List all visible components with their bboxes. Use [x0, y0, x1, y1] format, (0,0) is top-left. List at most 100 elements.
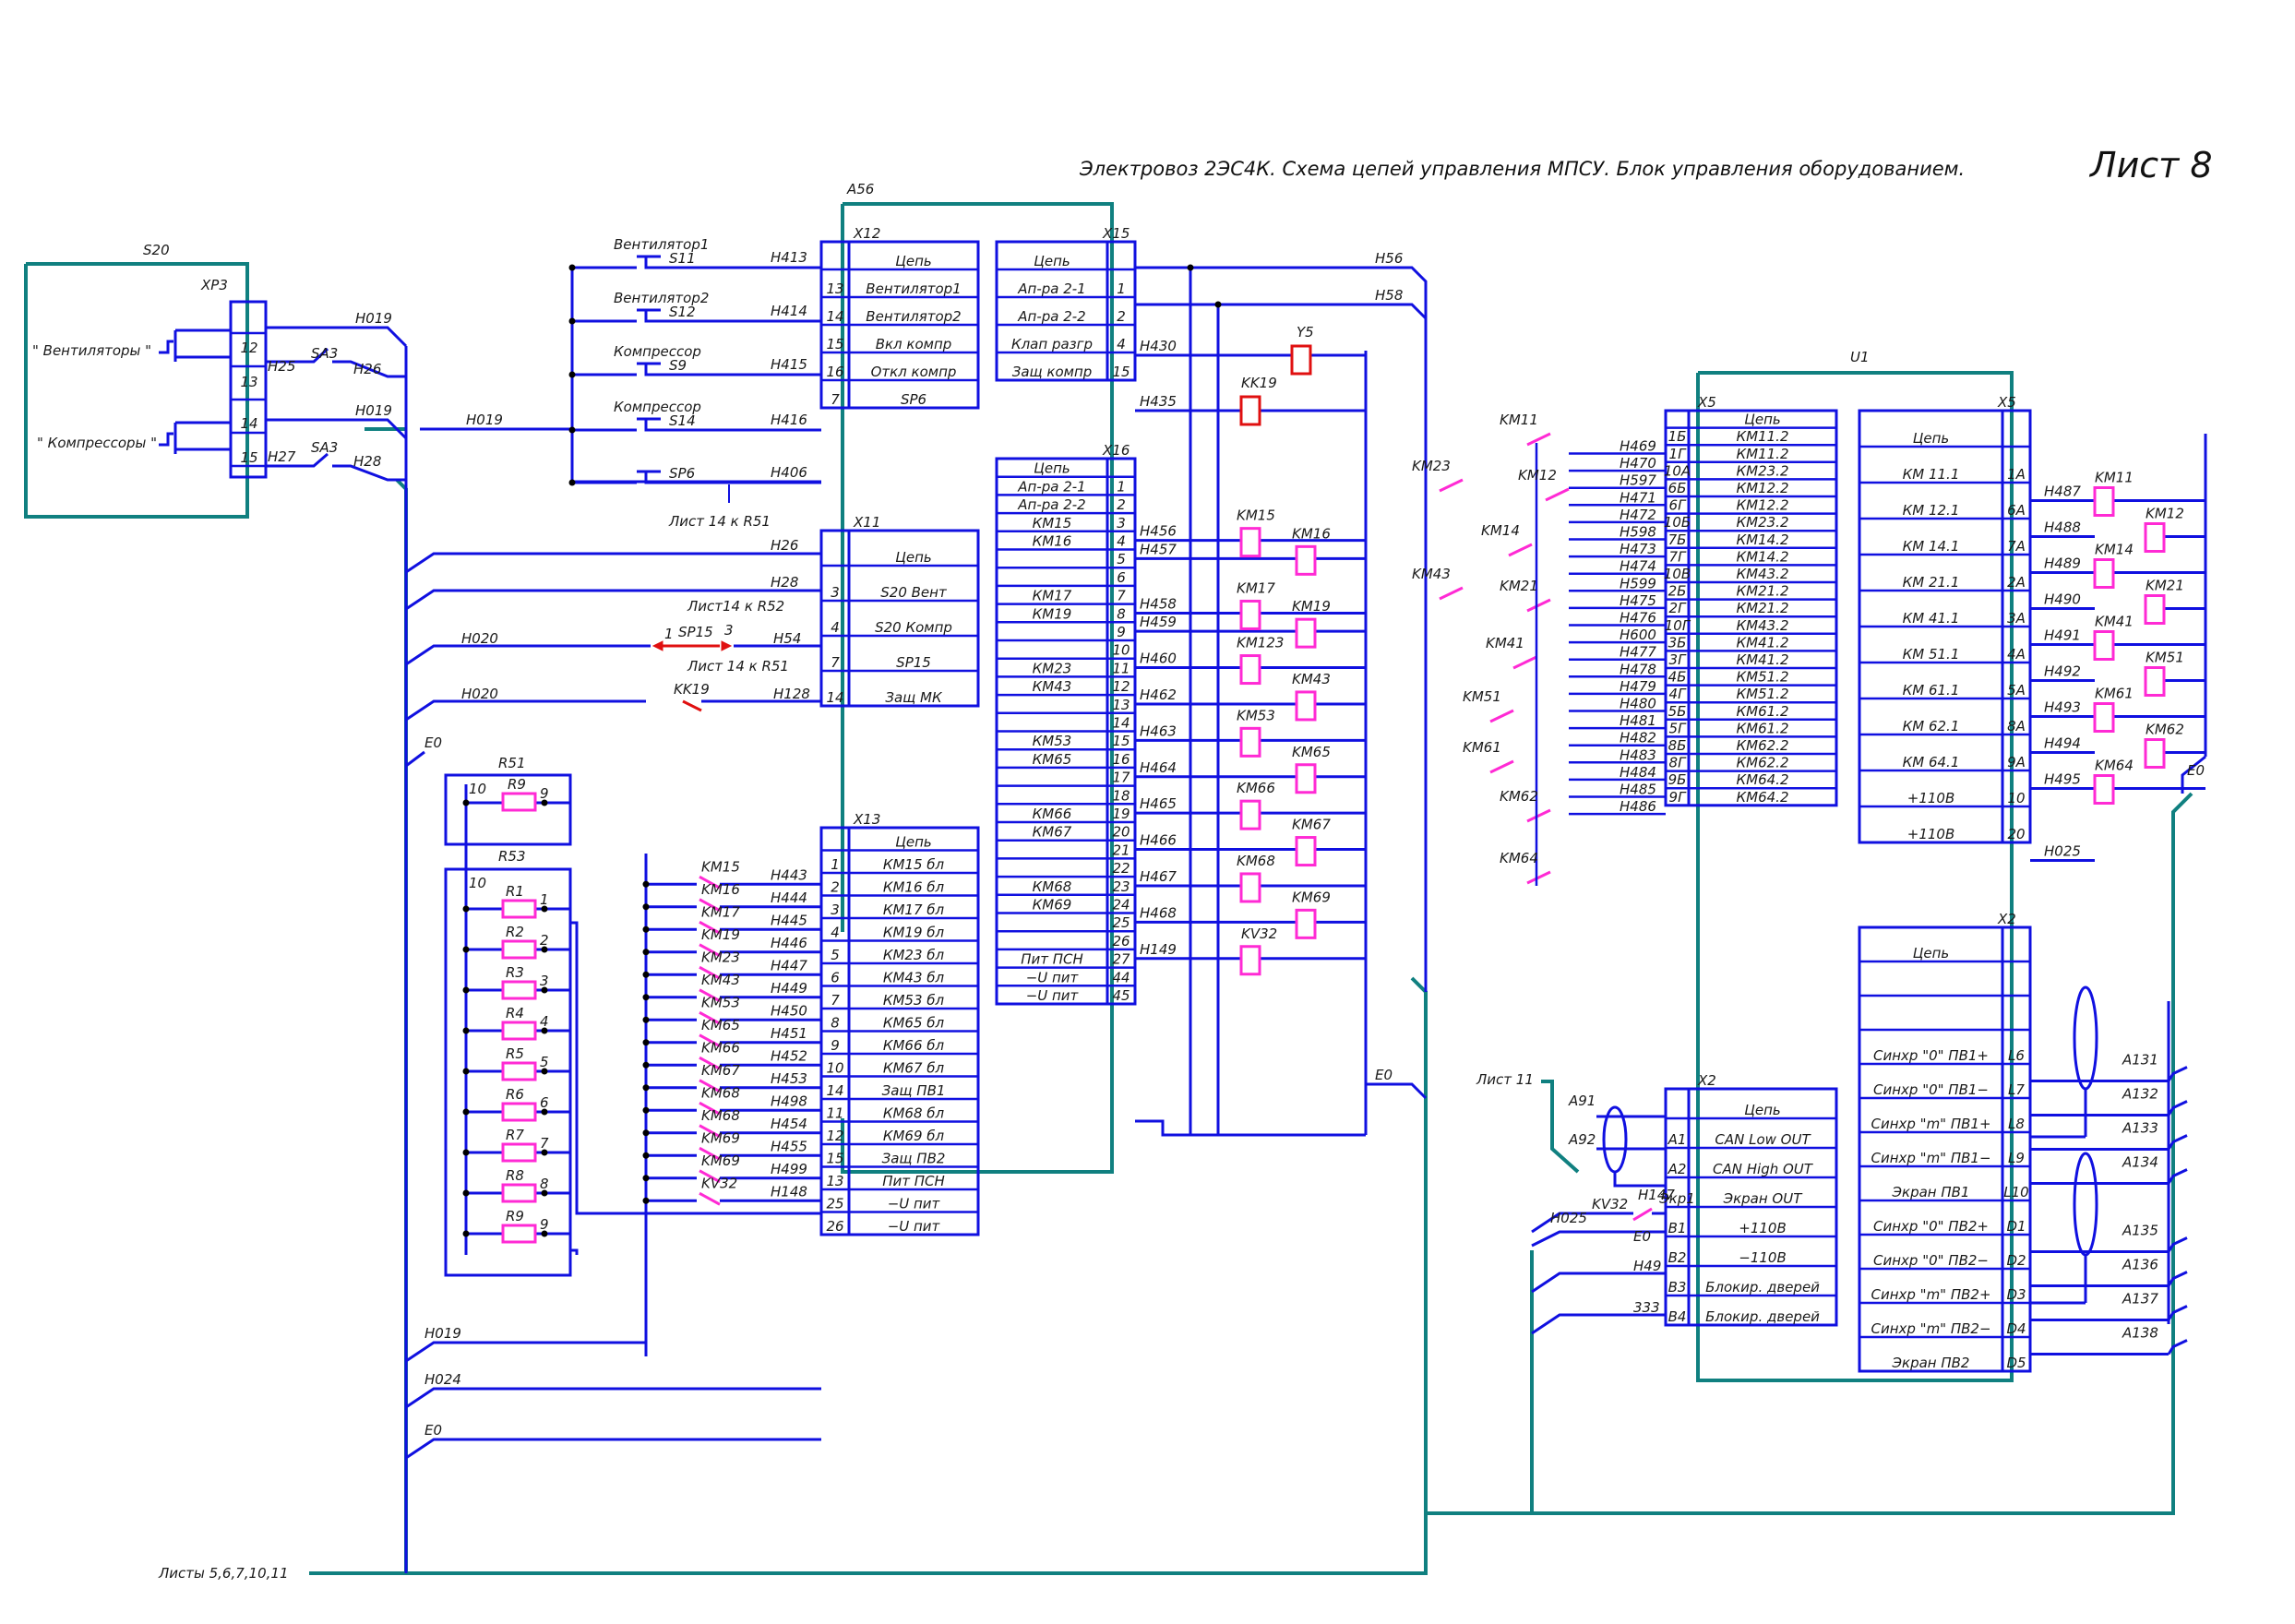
wire-h025: [1531, 1212, 1633, 1234]
junction-dot: [568, 317, 576, 325]
wire-label: H435: [1140, 393, 1177, 410]
coil-km41: [2093, 630, 2115, 661]
junction-dot: [642, 1061, 650, 1069]
x16-header: Цепь: [1034, 460, 1070, 477]
circuit-name: Экран OUT: [1723, 1190, 1804, 1207]
pin-1Б: 1Б: [1668, 428, 1687, 445]
circuit-name: −U пит: [888, 1218, 941, 1235]
block-frame-s20: [24, 262, 249, 519]
pin-5Б: 5Б: [1668, 703, 1687, 720]
circuit-name: −U пит: [888, 1196, 941, 1212]
wire-h024: [405, 1387, 821, 1409]
x5a-header: Цепь: [1744, 412, 1781, 428]
pin-label: 10: [469, 875, 486, 891]
junction-dot: [642, 903, 650, 911]
circuit-name: КМ 14.1: [1903, 538, 1960, 555]
wire-label: H466: [1140, 832, 1177, 849]
circuit-name: Ап-ра 2-1: [1017, 478, 1085, 495]
circuit-name: КМ61.2: [1737, 720, 1789, 736]
circuit-name: Синхр "0" ПВ2−: [1873, 1252, 1989, 1269]
button-tag: S12: [669, 304, 696, 320]
circuit-name: КМ69: [1033, 897, 1072, 914]
coil-y5: [1290, 344, 1312, 376]
resistor-r6: [501, 1102, 537, 1122]
e0-label: E0: [424, 734, 442, 751]
wire-label: H019: [466, 412, 503, 428]
wire-label: H600: [1620, 627, 1656, 643]
pin-10В: 10В: [1664, 566, 1691, 582]
circuit-name: Ап-ра 2-2: [1017, 308, 1085, 325]
pin-27: 27: [1112, 951, 1130, 968]
circuit-name: КМ51.2: [1737, 669, 1789, 686]
wire-label: A137: [2122, 1291, 2158, 1308]
pin-2Г: 2Г: [1669, 600, 1688, 616]
x13-header: Цепь: [895, 834, 932, 851]
wire-label: H473: [1620, 541, 1656, 557]
circuit-name: Вкл компр: [876, 336, 952, 352]
wire-label: H451: [771, 1025, 807, 1042]
contact-label: KM64: [1500, 850, 1538, 866]
circuit-name: SP15: [896, 654, 931, 671]
pin-16: 16: [826, 364, 843, 380]
coil-label: KM69: [1292, 889, 1331, 905]
coil: [1239, 726, 1261, 758]
wire-label: H025: [1550, 1210, 1587, 1226]
coil-label: KM123: [1237, 635, 1284, 651]
circuit-name: Защ ПВ2: [882, 1151, 946, 1167]
wire-label: H487: [2044, 484, 2081, 500]
wire-h56: [1135, 266, 1428, 992]
contact-label: KM16: [701, 881, 740, 898]
contact-label: KM14: [1481, 522, 1520, 539]
junction-dot: [462, 1149, 470, 1156]
wire-e0-x13: [405, 1438, 821, 1460]
resistor-r8: [501, 1183, 537, 1203]
wire-label: H474: [1620, 558, 1656, 575]
wire-x2b-out: [2167, 1066, 2188, 1082]
pin-3: 3: [831, 902, 840, 918]
contact-km11: [1526, 432, 1551, 447]
wire-x2b-out: [2167, 1100, 2188, 1116]
x11-header: Цепь: [895, 549, 932, 566]
wire-label: H599: [1620, 575, 1656, 591]
coil-km64: [2093, 774, 2115, 805]
wire-label: H485: [1620, 782, 1656, 798]
r53-label: R53: [498, 848, 526, 865]
circuit-name: КМ11.2: [1737, 428, 1789, 445]
wire-label: H481: [1620, 712, 1656, 729]
twisted-pair-pv1: [2073, 985, 2098, 1091]
resistor-bus: [570, 921, 821, 1215]
x2a-header: Цепь: [1744, 1102, 1781, 1118]
pin-2А: 2А: [2007, 574, 2026, 591]
pin-D3: D3: [2006, 1286, 2026, 1303]
wire-h28: [332, 464, 406, 482]
wire-label: H482: [1620, 730, 1656, 746]
circuit-name: КМ16: [1033, 533, 1072, 550]
wire-label: H444: [771, 890, 807, 906]
pin-6А: 6А: [2007, 502, 2026, 519]
coil-label: KM66: [1237, 780, 1275, 796]
sp15-pin: 3: [724, 622, 734, 639]
terminal-label-x5a: X5: [1697, 394, 1716, 411]
circuit-name: Пит ПСН: [1021, 951, 1083, 968]
wire-label: H430: [1140, 338, 1177, 354]
wire-label: H491: [2044, 627, 2081, 644]
switch-contact: [159, 432, 173, 447]
contact-km19: [699, 943, 721, 958]
circuit-name: КМ66: [1033, 806, 1072, 822]
coil: [1239, 527, 1261, 558]
circuit-name: КМ23: [1033, 660, 1072, 676]
pin-3Б: 3Б: [1668, 634, 1687, 651]
pin-21: 21: [1112, 842, 1130, 858]
contact-label: KV32: [1592, 1196, 1628, 1212]
circuit-name: −U пит: [1026, 969, 1080, 985]
wire-h27: [266, 452, 329, 468]
wire-x2b-out: [2167, 1271, 2188, 1287]
wire-label: H495: [2044, 771, 2081, 788]
contact-km62: [1526, 808, 1551, 823]
junction-dot: [1214, 301, 1222, 308]
wire-label: H453: [771, 1070, 807, 1087]
x5b-header: Цепь: [1913, 430, 1950, 447]
circuit-name: SP6: [901, 391, 926, 408]
pin-19: 19: [1112, 806, 1130, 822]
